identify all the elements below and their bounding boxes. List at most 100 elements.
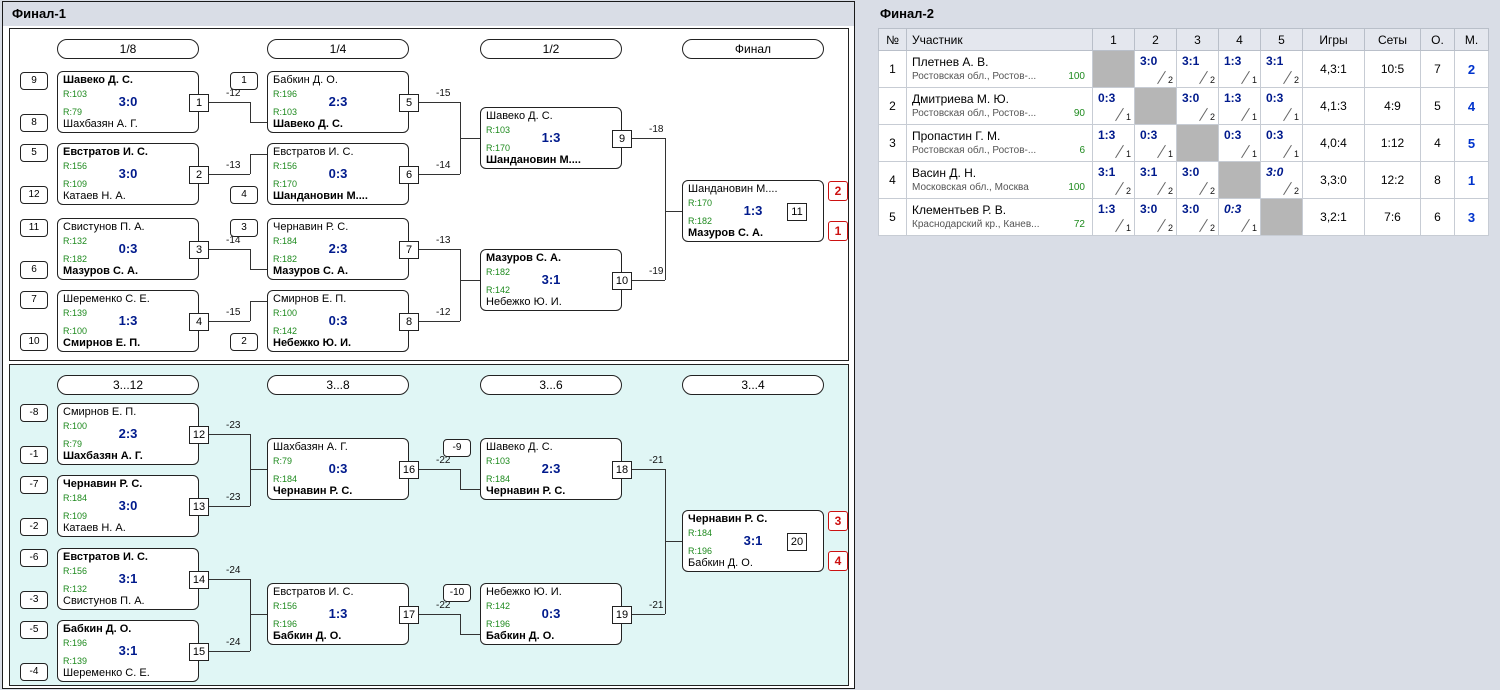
player2-name: Шандановин М.... [273,190,368,202]
final-place-top: 3 [828,511,848,531]
match-box-8[interactable]: Смирнов Е. П. R:100 0:3 R:142 Небежко Ю.… [267,290,419,352]
seed-box: -8 [20,404,48,422]
match-box-18[interactable]: Шавеко Д. С. R:103 2:3 R:184 Чернавин Р.… [480,438,632,500]
match-box-1[interactable]: Шавеко Д. С. R:103 3:0 R:79 Шахбазян А. … [57,71,209,133]
slash-divider [1199,181,1208,196]
match-score: 3:0 [118,166,138,181]
player-rating: 6 [1079,145,1085,156]
result-points: 2 [1167,186,1173,196]
match-score: 3:1 [118,571,138,586]
round-header-1-8: 1/8 [57,39,199,59]
column-header: М. [1454,28,1489,51]
match-box-17[interactable]: Евстратов И. С. R:156 1:3 R:196 Бабкин Д… [267,583,419,645]
match-box-12[interactable]: Смирнов Е. П. R:100 2:3 R:79 Шахбазян А.… [57,403,209,465]
result-score: 3:1 [1140,165,1158,179]
match-box-20[interactable]: Чернавин Р. С. R:184 3:1 R:196 Бабкин Д.… [682,510,848,572]
match-box-13[interactable]: Чернавин Р. С. R:184 3:0 R:109 Катаев Н.… [57,475,209,537]
self-cell [1176,124,1219,162]
player1-name: Чернавин Р. С. [688,513,768,525]
match-box-9[interactable]: Шавеко Д. С. R:103 1:3 R:170 Шандановин … [480,107,632,169]
bracket-connector [460,280,480,281]
round-header-1-4: 1/4 [267,39,409,59]
seed-box: 11 [20,219,48,237]
loser-destination-label: -24 [226,637,241,648]
bracket-connector [460,614,461,634]
match-number: 12 [189,426,209,444]
player-cell[interactable]: Дмитриева М. Ю.Ростовская обл., Ростов-.… [906,87,1093,125]
player2-name: Смирнов Е. П. [63,337,141,349]
match-box-10[interactable]: Мазуров С. А. R:182 3:1 R:142 Небежко Ю.… [480,249,632,311]
player1-name: Евстратов И. С. [63,146,148,158]
result-score: 1:3 [1098,202,1116,216]
match-box-6[interactable]: Евстратов И. С. R:156 0:3 R:170 Шанданов… [267,143,419,205]
match-box-15[interactable]: Бабкин Д. О. R:196 3:1 R:139 Шеременко С… [57,620,209,682]
player-name: Плетнев А. В. [912,55,989,69]
self-cell [1092,50,1135,88]
match-box-11[interactable]: Шандановин М.... R:170 1:3 R:182 Мазуров… [682,180,848,242]
seed-box: 6 [20,261,48,279]
result-cell[interactable]: 3:1 2 [1134,161,1177,199]
player1-name: Шандановин М.... [688,183,778,195]
player-cell[interactable]: Клементьев Р. В.Краснодарский кр., Канев… [906,198,1093,236]
seed-box: -4 [20,663,48,681]
match-box-5[interactable]: Бабкин Д. О. R:196 2:3 R:103 Шавеко Д. С… [267,71,419,133]
match-box-16[interactable]: Шахбазян А. Г. R:79 0:3 R:184 Чернавин Р… [267,438,419,500]
seed-box: 1 [230,72,258,90]
bracket-connector [460,102,461,174]
match-box-7[interactable]: Чернавин Р. С. R:184 2:3 R:182 Мазуров С… [267,218,419,280]
slash-divider [1241,70,1250,85]
round-header-3-8: 3...8 [267,375,409,395]
bracket-connector [409,102,460,103]
player2-name: Шахбазян А. Г. [63,450,143,462]
player1-rating: R:196 [63,638,88,648]
player-name: Пропастин Г. М. [912,129,1001,143]
player1-rating: R:142 [486,601,511,611]
player1-rating: R:100 [63,421,88,431]
player-cell[interactable]: Пропастин Г. М.Ростовская обл., Ростов-.… [906,124,1093,162]
bracket-connector [250,102,251,122]
player2-name: Чернавин Р. С. [273,485,353,497]
match-number: 4 [189,313,209,331]
player1-name: Евстратов И. С. [273,586,354,598]
match-box-19[interactable]: Небежко Ю. И. R:142 0:3 R:196 Бабкин Д. … [480,583,632,645]
sets-cell: 4:9 [1364,87,1421,125]
player1-name: Шеременко С. Е. [63,293,150,305]
match-score: 0:3 [118,241,138,256]
seed-box: 12 [20,186,48,204]
match-box-3[interactable]: Свистунов П. А. R:132 0:3 R:182 Мазуров … [57,218,209,280]
match-box-14[interactable]: Евстратов И. С. R:156 3:1 R:132 Свистуно… [57,548,209,610]
player-rating: 100 [1068,182,1085,193]
player2-rating: R:196 [486,619,511,629]
games-cell: 4,3:1 [1302,50,1365,88]
slash-divider [1157,218,1166,233]
match-box-4[interactable]: Шеременко С. Е. R:139 1:3 R:100 Смирнов … [57,290,209,352]
column-header: 2 [1134,28,1177,51]
player-cell[interactable]: Плетнев А. В.Ростовская обл., Ростов-...… [906,50,1093,88]
player1-name: Евстратов И. С. [273,146,354,158]
place-cell: 5 [1454,124,1489,162]
bracket-connector [250,301,267,302]
match-box-2[interactable]: Евстратов И. С. R:156 3:0 R:109 Катаев Н… [57,143,209,205]
result-points: 2 [1209,223,1215,233]
match-score: 0:3 [328,313,348,328]
